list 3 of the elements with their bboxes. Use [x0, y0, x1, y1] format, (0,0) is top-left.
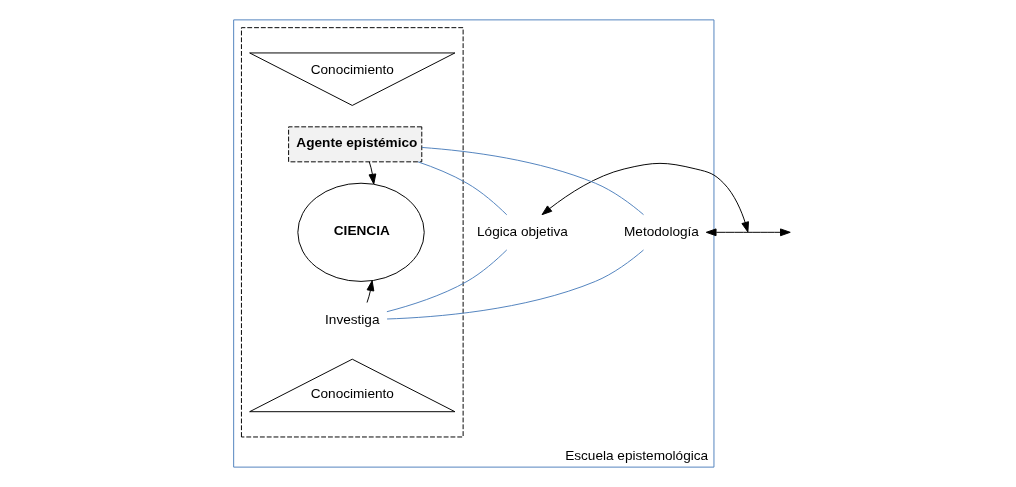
node-text: Lógica objetiva — [476, 223, 568, 239]
node-text: Metodología — [623, 223, 699, 239]
node-text: Investiga — [324, 311, 380, 327]
